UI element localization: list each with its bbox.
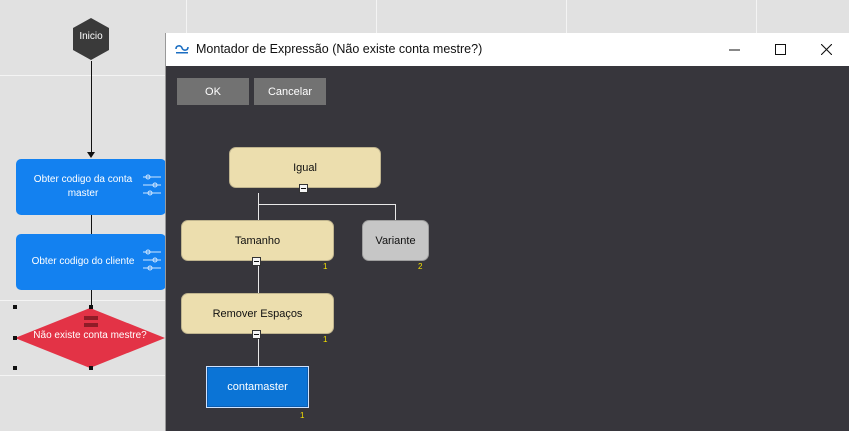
maximize-icon <box>774 44 786 55</box>
connector <box>91 215 92 234</box>
expression-node-root[interactable]: Igual <box>229 147 381 188</box>
node-label: Tamanho <box>234 234 281 247</box>
task-node[interactable]: Obter codigo do cliente <box>16 234 166 290</box>
parameters-icon <box>143 249 161 271</box>
ok-button[interactable]: OK <box>177 78 249 105</box>
argument-index: 1 <box>323 262 328 271</box>
selection-handle[interactable] <box>89 366 93 370</box>
maximize-button[interactable] <box>757 33 803 66</box>
arrow-head <box>87 152 95 158</box>
app-logo-icon <box>175 45 189 54</box>
start-node[interactable] <box>72 17 110 61</box>
expression-builder-dialog: Montador de Expressão (Não existe conta … <box>165 33 849 431</box>
expression-node-tamanho[interactable]: Tamanho <box>181 220 334 261</box>
close-icon <box>820 44 832 55</box>
connector <box>91 290 92 307</box>
argument-index: 2 <box>418 262 423 271</box>
selection-handle[interactable] <box>13 336 17 340</box>
tree-connector <box>258 266 259 293</box>
expression-node-variante[interactable]: Variante <box>362 220 429 261</box>
start-node-label: Inicio <box>79 31 103 42</box>
collapse-toggle[interactable] <box>252 330 261 339</box>
expression-node-contamaster[interactable]: contamaster <box>206 366 309 408</box>
decision-label: Não existe conta mestre? <box>33 330 147 341</box>
parameters-icon <box>143 174 161 196</box>
cancel-button[interactable]: Cancelar <box>254 78 326 105</box>
title-bar[interactable]: Montador de Expressão (Não existe conta … <box>166 33 849 66</box>
selection-handle[interactable] <box>13 305 17 309</box>
selection-handle[interactable] <box>13 366 17 370</box>
tree-connector <box>258 193 259 204</box>
expression-node-remover-espacos[interactable]: Remover Espaços <box>181 293 334 334</box>
collapse-toggle[interactable] <box>299 184 308 193</box>
tree-connector <box>395 204 396 220</box>
task-label: Obter codigo do cliente <box>31 256 135 267</box>
dialog-title: Montador de Expressão (Não existe conta … <box>196 42 483 56</box>
task-node[interactable]: Obter codigo da conta master <box>16 159 166 215</box>
node-label: Igual <box>293 161 317 174</box>
node-label: contamaster <box>227 381 288 393</box>
tree-connector <box>258 204 396 205</box>
connector <box>91 61 92 153</box>
tree-connector <box>258 204 259 220</box>
collapse-toggle[interactable] <box>252 257 261 266</box>
argument-index: 1 <box>323 335 328 344</box>
tree-connector <box>258 339 259 366</box>
node-label: Variante <box>375 234 416 247</box>
argument-index: 1 <box>300 411 305 420</box>
minimize-button[interactable] <box>711 33 757 66</box>
minimize-icon <box>728 49 740 51</box>
task-label: Obter codigo da conta master <box>33 174 133 199</box>
decision-arrows-icon <box>84 316 98 327</box>
close-button[interactable] <box>803 33 849 66</box>
node-label: Remover Espaços <box>212 307 303 320</box>
selection-handle[interactable] <box>89 305 93 309</box>
decision-node[interactable] <box>14 307 166 369</box>
